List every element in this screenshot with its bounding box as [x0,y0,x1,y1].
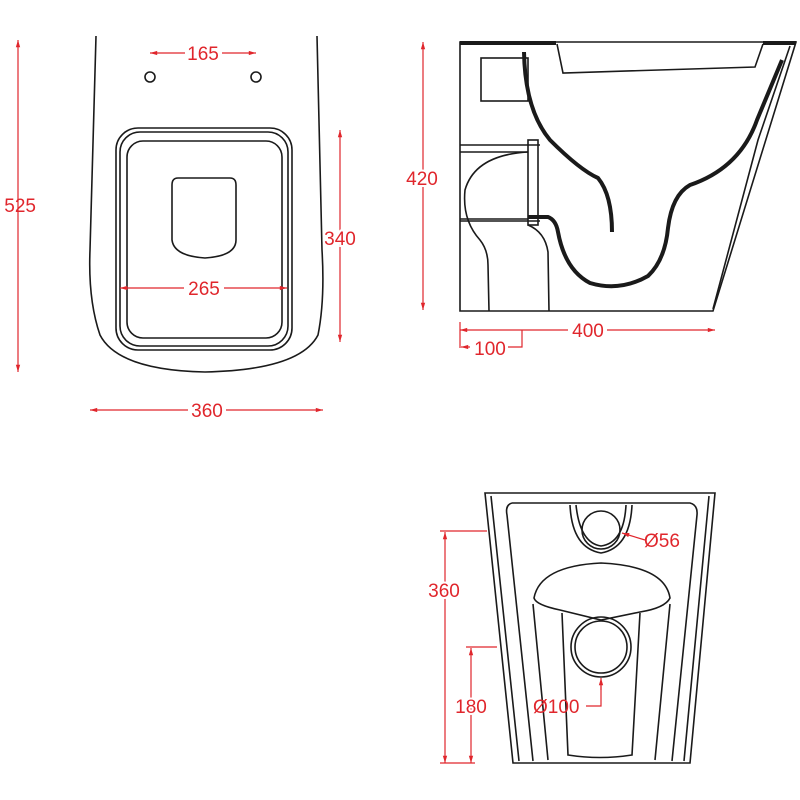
top-view: 165 525 340 265 360 [4,35,358,422]
inlet-circle [581,510,621,550]
inlet-height-label: 360 [428,581,460,602]
outlet-offset-label: 100 [474,339,506,360]
rear-view-outline [484,492,716,764]
outlet-circle [570,616,632,678]
height-label: 420 [406,169,438,190]
seat-outer [115,127,293,351]
seat-length-label: 340 [324,229,356,250]
side-view: 420 400 100 [404,41,798,360]
seat-outer-2 [119,131,289,347]
hole-spacing-label: 165 [187,44,219,65]
mounting-hole-left [144,71,156,83]
lid-cutout [171,177,237,259]
side-view-outline [459,41,798,312]
overall-length-label: 525 [4,196,36,217]
seat-width-label: 265 [188,279,220,300]
top-view-outline [88,35,324,373]
depth-label: 400 [572,321,604,342]
inlet-spud [480,57,529,102]
inlet-diameter-label: Ø56 [644,531,680,552]
overall-width-label: 360 [191,401,223,422]
seat-inner [126,140,283,339]
outlet-height-label: 180 [455,697,487,718]
rear-view: Ø56 Ø100 360 180 [426,492,716,764]
mounting-hole-right [250,71,262,83]
outlet-diameter-label: Ø100 [533,697,579,718]
